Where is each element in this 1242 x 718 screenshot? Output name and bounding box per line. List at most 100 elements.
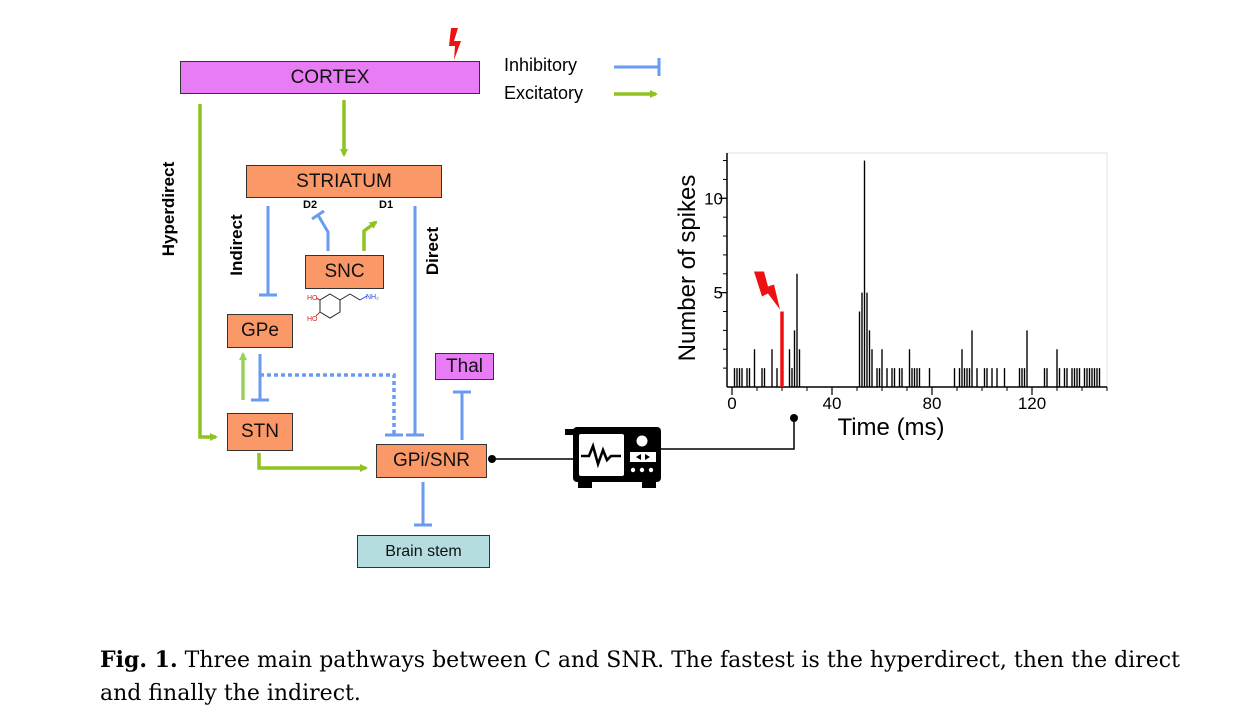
- chart-bar: [798, 349, 801, 387]
- legend-inhibitory-label: Inhibitory: [504, 55, 578, 75]
- legend-excitatory-label: Excitatory: [504, 83, 584, 103]
- oscilloscope-icon: [565, 427, 661, 488]
- hyperdirect-label: Hyperdirect: [159, 161, 178, 257]
- chart-bar: [736, 368, 738, 387]
- chart-bar: [771, 349, 773, 387]
- cortex-box: CORTEX: [180, 61, 480, 94]
- svg-text:NH₂: NH₂: [366, 294, 379, 301]
- chart-bar: [996, 368, 998, 387]
- snc-box: SNC: [305, 255, 384, 289]
- chart-bar: [871, 349, 873, 387]
- chart-bar: [1093, 368, 1096, 387]
- gpe-gpi-dotted-inhibition: [260, 373, 403, 437]
- chart-bar: [1098, 368, 1101, 387]
- d2-label: D2: [303, 199, 318, 211]
- figure: HO HO NH₂: [159, 28, 1108, 568]
- chart-bar: [976, 368, 978, 387]
- chart-bar: [1066, 368, 1068, 387]
- chart-bar: [793, 330, 796, 387]
- chart-bar: [863, 160, 866, 387]
- chart-bar: [878, 368, 881, 387]
- chart-bar: [983, 368, 986, 387]
- chart-bar: [788, 349, 791, 387]
- chart-bar: [968, 368, 971, 387]
- chart-bar: [1091, 368, 1093, 387]
- snc-d1-arrow: [362, 220, 378, 251]
- chart-bar: [1083, 368, 1086, 387]
- chart-bar: [928, 368, 931, 387]
- thal-box: Thal: [435, 353, 494, 380]
- chart-bar: [1046, 368, 1048, 387]
- chart-y-tick-label: 5: [714, 284, 723, 303]
- dopamine-molecule-icon: HO HO NH₂: [307, 293, 379, 323]
- chart-bar: [1043, 368, 1046, 387]
- snc-d2-inhibition: [311, 209, 330, 251]
- chart-ylabel: Number of spikes: [674, 175, 701, 362]
- striatum-box: STRIATUM: [246, 165, 442, 198]
- caption-label: Fig. 1.: [100, 647, 178, 673]
- chart-bar: [1096, 368, 1098, 387]
- chart-bar: [963, 368, 966, 387]
- figure-caption: Fig. 1. Three main pathways between C an…: [100, 644, 1220, 710]
- chart-bar: [916, 368, 918, 387]
- chart-bar: [881, 349, 883, 387]
- gpi-brainstem-inhibition: [414, 482, 432, 527]
- gpe-box: GPe: [227, 314, 293, 348]
- chart-bar: [776, 368, 778, 387]
- chart-x-tick-label: 80: [923, 394, 942, 413]
- chart-bar: [1056, 349, 1058, 387]
- chart-bar: [876, 368, 878, 387]
- chart-bar: [748, 368, 751, 387]
- chart-bar: [753, 349, 756, 387]
- chart-bar: [911, 368, 913, 387]
- lightning-bolt-icon: [449, 28, 461, 60]
- chart-bar: [1086, 368, 1088, 387]
- chart-bar: [1078, 368, 1081, 387]
- recording-wire: [488, 414, 798, 463]
- chart-bar: [891, 368, 893, 387]
- chart-bar: [1018, 368, 1021, 387]
- chart-bar: [908, 349, 911, 387]
- direct-label: Direct: [423, 226, 442, 276]
- chart-bar: [958, 368, 961, 387]
- svg-text:HO: HO: [307, 295, 318, 302]
- chart-bar: [738, 368, 741, 387]
- indirect-label: Indirect: [227, 214, 246, 276]
- chart-bar: [1071, 368, 1073, 387]
- chart-bar: [1058, 368, 1061, 387]
- gpi-thal-inhibition: [453, 390, 471, 440]
- chart-bar: [866, 292, 868, 387]
- chart-bar: [1063, 368, 1066, 387]
- chart-bar: [761, 368, 763, 387]
- svg-text:HO: HO: [307, 316, 318, 323]
- chart-bar: [886, 368, 888, 387]
- chart-bar: [901, 368, 903, 387]
- legend-inhibitory-symbol: [614, 58, 661, 76]
- chart-bar: [1076, 368, 1078, 387]
- striatum-gpi-inhibition: [406, 206, 424, 437]
- chart-x-tick-label: 0: [727, 394, 736, 413]
- gpe-stn-inhibition: [251, 354, 269, 402]
- chart-bar: [1073, 368, 1076, 387]
- chart-bar: [733, 368, 736, 387]
- chart-bar: [1088, 368, 1091, 387]
- chart-bar: [913, 368, 916, 387]
- chart-bar: [991, 368, 993, 387]
- chart-xlabel: Time (ms): [837, 414, 944, 441]
- chart-bar: [953, 368, 956, 387]
- chart-bar: [898, 368, 901, 387]
- stn-gpi-arrow: [257, 453, 368, 472]
- brain-stem-box: Brain stem: [357, 535, 490, 568]
- chart-bar: [918, 368, 921, 387]
- chart-bar: [868, 330, 871, 387]
- chart-bar: [1026, 330, 1028, 387]
- d1-label: D1: [379, 199, 394, 211]
- chart-frame: [726, 152, 1108, 388]
- chart-bar: [796, 273, 798, 387]
- chart-bar: [1003, 368, 1006, 387]
- caption-text: Three main pathways between C and SNR. T…: [100, 648, 1180, 706]
- chart-x-tick-label: 120: [1018, 394, 1046, 413]
- diagram-connections: HO HO NH₂: [198, 28, 1108, 527]
- striatum-gpe-inhibition: [259, 206, 277, 297]
